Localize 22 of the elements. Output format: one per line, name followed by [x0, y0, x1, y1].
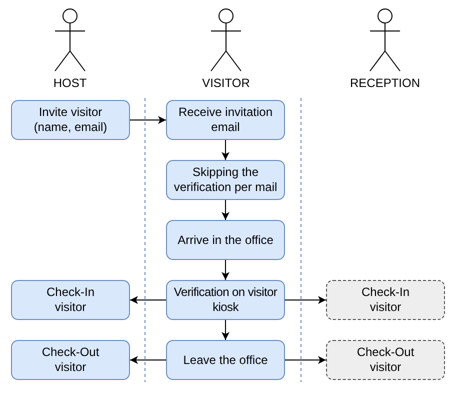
actor-label: RECEPTION [350, 76, 420, 90]
process-box: Check-Out visitor [326, 340, 445, 380]
process-box: Invite visitor (name, email) [11, 100, 130, 140]
process-box: Receive invitation email [166, 100, 285, 140]
process-box: Check-In visitor [11, 280, 130, 320]
process-box: Leave the office [166, 340, 285, 380]
arrow [130, 356, 166, 364]
process-box: Check-In visitor [326, 280, 445, 320]
process-box: Check-Out visitor [11, 340, 130, 380]
arrow [222, 320, 230, 340]
arrow [222, 200, 230, 220]
arrow [222, 260, 230, 280]
arrow [284, 296, 326, 304]
arrow [130, 116, 166, 124]
arrow [284, 356, 326, 364]
arrow [130, 296, 166, 304]
actor-label: VISITOR [202, 76, 250, 90]
process-box: Verification on visitor kiosk [166, 280, 285, 320]
process-box: Skipping the verification per mail [166, 160, 285, 200]
arrow [222, 140, 230, 160]
actor-label: HOST [53, 76, 87, 90]
process-box: Arrive in the office [166, 220, 285, 260]
